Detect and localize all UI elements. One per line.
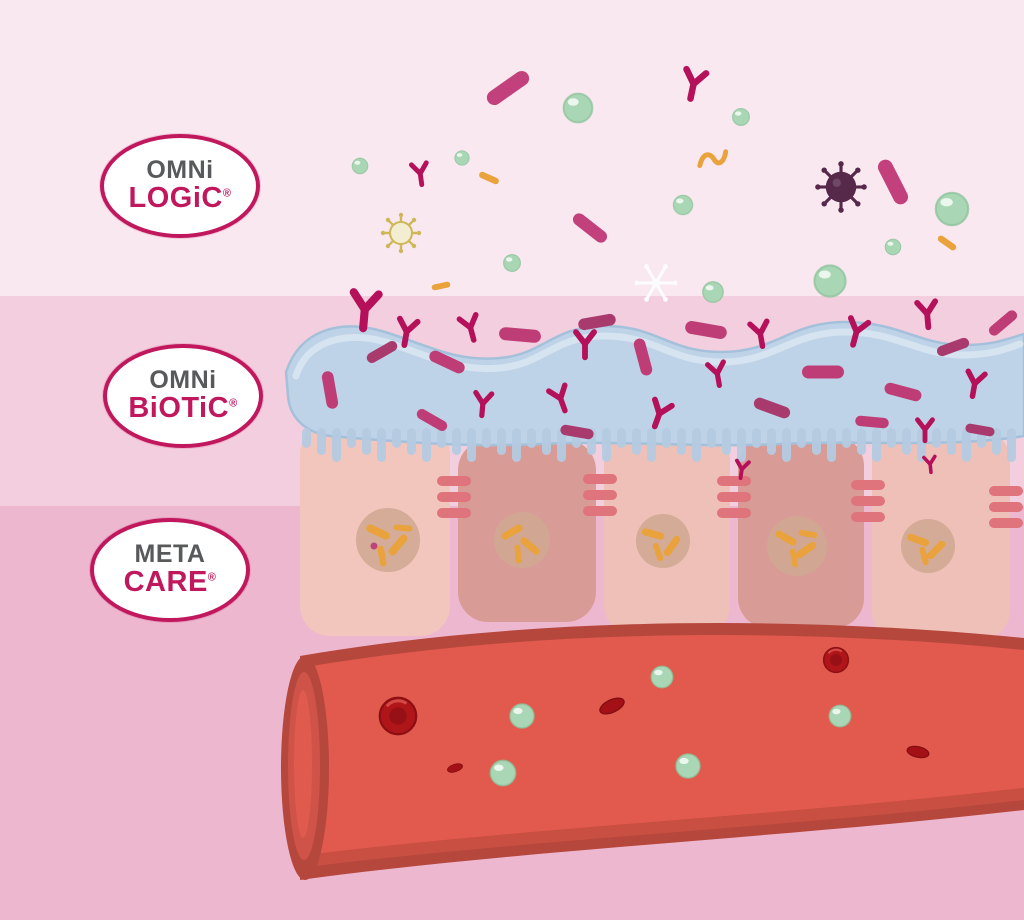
mucus-fringe-strand (827, 428, 836, 462)
logo-omni-biotic-line1: OMNi (149, 366, 217, 395)
mucus-fringe-strand (542, 428, 551, 455)
mucus-fringe-strand (842, 428, 851, 448)
tight-junction (989, 486, 1023, 528)
vessel-body (300, 635, 1024, 856)
tight-junction (851, 480, 885, 522)
registered-mark: ® (222, 187, 232, 200)
mucus-fringe-strand (512, 428, 521, 462)
probiotic-sphere (351, 157, 369, 175)
mucus-fringe-strand (812, 428, 821, 455)
probiotic-sphere (503, 254, 521, 272)
probiotic-sphere (675, 753, 701, 779)
logo-omni-logic-line2: LOGiC® (128, 181, 232, 214)
cell-vesicle (767, 516, 827, 576)
logo-meta-care-line1: META (134, 540, 206, 569)
mucus-fringe-strand (752, 428, 761, 448)
tight-junction (583, 474, 617, 516)
mucus-fringe-strand (707, 428, 716, 448)
mucus-fringe-strand (527, 428, 536, 448)
mucus-fringe-strand (887, 428, 896, 448)
corona-virus-icon (379, 211, 423, 255)
mucus-fringe-strand (662, 428, 671, 448)
mucus-fringe-strand (677, 428, 686, 455)
mucus-fringe-strand (317, 428, 326, 455)
mucus-fringe-strand (947, 428, 956, 455)
mucus-fringe-strand (422, 428, 431, 462)
mucus-fringe-strand (602, 428, 611, 462)
red-blood-cell (822, 646, 850, 674)
probiotic-sphere (672, 194, 694, 216)
probiotic-sphere (562, 92, 594, 124)
mucus-fringe-strand (647, 428, 656, 462)
mucus-fringe-strand (782, 428, 791, 462)
mucus-fringe-strand (737, 428, 746, 462)
mucus-fringe-strand (902, 428, 911, 455)
mucus-fringe-strand (617, 428, 626, 448)
cell-vesicle (901, 519, 955, 573)
mucus-fringe-strand (1007, 428, 1016, 462)
bacteria-rod (802, 365, 844, 379)
mucus-layer (284, 320, 1024, 462)
mucus-highlight (292, 328, 1024, 380)
probiotic-sphere (884, 238, 902, 256)
cell-vesicle (494, 512, 550, 568)
probiotic-sphere (702, 281, 724, 303)
mucus-fringe-strand (377, 428, 386, 462)
mucus-fringe-strand (722, 428, 731, 455)
mucus-fringe-strand (557, 428, 566, 462)
logo-omni-logic: OMNi LOGiC® (100, 134, 260, 238)
mucus-fringe-strand (992, 428, 1001, 455)
red-blood-cell (378, 696, 418, 736)
mucus-fringe-strand (797, 428, 806, 448)
probiotic-sphere (828, 704, 852, 728)
probiotic-sphere (813, 264, 847, 298)
registered-mark: ® (207, 571, 217, 584)
cell-vesicle (356, 508, 420, 572)
registered-mark: ® (229, 397, 238, 410)
probiotic-sphere (650, 665, 674, 689)
logo-meta-care-line2: CARE® (123, 565, 217, 598)
mucus-fringe-strand (872, 428, 881, 462)
tight-junction (437, 476, 471, 518)
mucus-fringe-strand (482, 428, 491, 448)
mucus-fringe-strand (767, 428, 776, 455)
logo-omni-biotic: OMNi BiOTiC® (103, 344, 263, 448)
virus-icon (813, 159, 869, 215)
mucus-fringe-strand (332, 428, 341, 462)
mucus-fringe-strand (437, 428, 446, 448)
logo-omni-biotic-line2: BiOTiC® (128, 391, 238, 424)
mucus-fringe-strand (467, 428, 476, 462)
vessel-end-cap (281, 656, 329, 880)
mucus-fringe-strand (452, 428, 461, 455)
logo-omni-logic-line1: OMNi (146, 156, 214, 185)
mucus-fringe-strand (407, 428, 416, 455)
mucus-fringe-strand (857, 428, 866, 455)
mucus-fringe-strand (362, 428, 371, 455)
mucus-fringe-strand (932, 428, 941, 448)
probiotic-sphere (934, 191, 970, 227)
mucus-fringe-strand (632, 428, 641, 455)
vessel-inner-shade (300, 788, 1024, 868)
mucus-fringe-strand (497, 428, 506, 455)
logo-meta-care: META CARE® (90, 518, 250, 622)
probiotic-sphere (454, 150, 470, 166)
tight-junction (717, 476, 751, 518)
probiotic-sphere (509, 703, 535, 729)
epithelial-cell-layer (300, 424, 1023, 640)
mucus-fringe-strand (347, 428, 356, 448)
mucus-fringe-strand (392, 428, 401, 448)
cell-vesicle (636, 514, 690, 568)
blood-vessel (281, 623, 1024, 880)
mucus-fringe-strand (302, 428, 311, 448)
probiotic-sphere (732, 108, 750, 126)
probiotic-sphere (489, 759, 517, 787)
mucus-fringe-strand (692, 428, 701, 462)
mucus-fringe (302, 428, 1016, 462)
mucus-fringe-strand (962, 428, 971, 462)
